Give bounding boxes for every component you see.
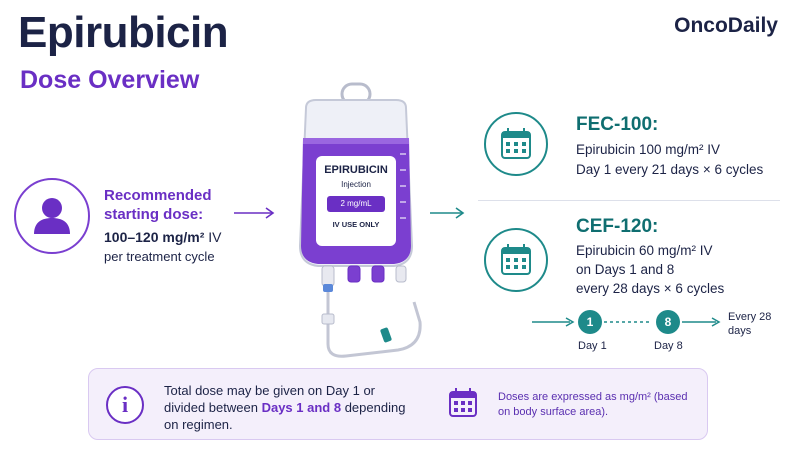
bag-warning: IV USE ONLY — [332, 220, 380, 229]
timeline-day-node: 1 — [578, 310, 602, 334]
timeline-day-label: Day 8 — [654, 340, 683, 352]
timeline-day-label: Day 1 — [578, 340, 607, 352]
regimen-line: Epirubicin 100 mg/m² IV — [576, 142, 721, 157]
calendar-icon — [484, 112, 548, 176]
units-note: Doses are expressed as mg/m² (based on b… — [498, 391, 688, 418]
regimen-line: Epirubicin 60 mg/m² IV — [576, 243, 713, 258]
regimen-title: CEF-120: — [576, 216, 659, 237]
regimen-line: Day 1 every 21 days × 6 cycles — [576, 162, 764, 177]
iv-bag-icon: EPIRUBICIN Injection 2 mg/mL IV USE ONLY — [286, 82, 426, 362]
recommended-cycle: per treatment cycle — [104, 249, 215, 264]
calendar-icon — [446, 386, 480, 420]
regimen-line: on Days 1 and 8 — [576, 262, 675, 277]
page-title: Epirubicin — [18, 8, 229, 57]
notes-panel — [88, 368, 708, 440]
arrow-right-icon — [234, 207, 275, 219]
timeline-line — [532, 317, 721, 327]
calendar-icon — [484, 228, 548, 292]
section-divider — [478, 200, 780, 201]
recommended-label: Recommended starting dose: — [104, 187, 212, 223]
timeline-repeat-label: Every 28 days — [728, 311, 772, 337]
bag-form: Injection — [341, 180, 371, 189]
timeline-day-node: 8 — [656, 310, 680, 334]
regimen-line: every 28 days × 6 cycles — [576, 281, 725, 296]
arrow-right-icon — [430, 207, 465, 219]
recommended-dose: 100–120 mg/m² IV — [104, 229, 222, 245]
info-icon: i — [106, 386, 144, 424]
dose-split-note: Total dose may be given on Day 1 or divi… — [164, 383, 406, 432]
regimen-title: FEC-100: — [576, 114, 659, 135]
bag-drug-name: EPIRUBICIN — [324, 164, 388, 176]
person-icon — [14, 178, 90, 254]
bag-concentration: 2 mg/mL — [327, 196, 385, 212]
page-subtitle: Dose Overview — [20, 66, 200, 94]
brand-logo: OncoDaily — [674, 14, 778, 37]
